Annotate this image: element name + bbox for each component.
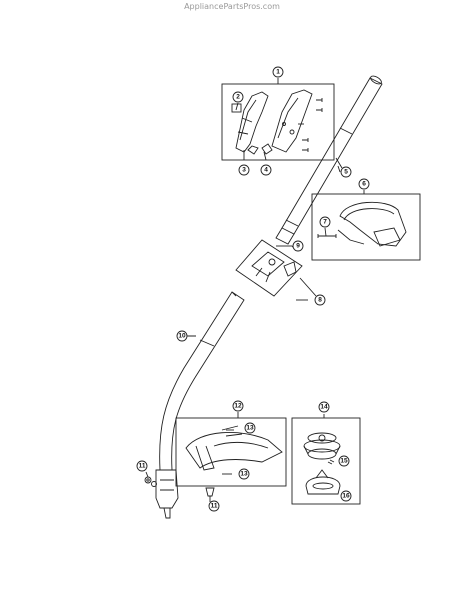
callout-13b-label: 13 [240,471,248,478]
guard-box [311,190,421,261]
callout-13b: 13 [238,468,250,480]
callout-15: 15 [338,455,350,467]
callout-9: 9 [292,240,304,252]
callout-12: 12 [232,400,244,412]
callout-14: 14 [318,401,330,413]
callout-2: 2 [232,91,244,103]
callout-12-label: 12 [234,403,242,410]
callout-3: 3 [238,164,250,176]
callout-14-label: 14 [320,404,328,411]
upper-shaft [275,75,383,245]
callout-11a-label: 11 [139,463,146,470]
callout-16: 16 [340,490,352,502]
spool-box [291,414,361,505]
callout-13a: 13 [244,422,256,434]
callout-5: 5 [340,166,352,178]
callout-3-label: 3 [242,167,246,174]
callout-9-label: 9 [296,243,300,250]
callout-8-label: 8 [318,297,322,304]
lower-curved-shaft [155,291,245,519]
coupler-box [235,239,317,297]
callout-1-label: 1 [276,69,280,76]
callout-7-label: 7 [323,219,327,226]
callout-6-label: 6 [362,181,366,188]
callout-16-label: 16 [342,493,350,500]
callout-11a: 11 [136,460,148,472]
callout-5-label: 5 [344,169,348,176]
callout-6: 6 [358,178,370,190]
callout-15-label: 15 [340,458,348,465]
callout-13a-label: 13 [246,425,254,432]
callout-4: 4 [260,164,272,176]
callout-11b-label: 11 [211,503,218,510]
callout-7: 7 [319,216,331,228]
callout-4-label: 4 [264,167,268,174]
watermark: AppliancePartsPros.com [184,2,280,11]
callout-10-label: 10 [178,333,186,340]
callout-11b: 11 [208,500,220,512]
callout-8: 8 [314,294,326,306]
callout-1: 1 [272,66,284,78]
callout-2-label: 2 [236,94,240,101]
shield-box [175,412,287,502]
fastener-group-left [144,471,157,487]
callout-10: 10 [176,330,188,342]
